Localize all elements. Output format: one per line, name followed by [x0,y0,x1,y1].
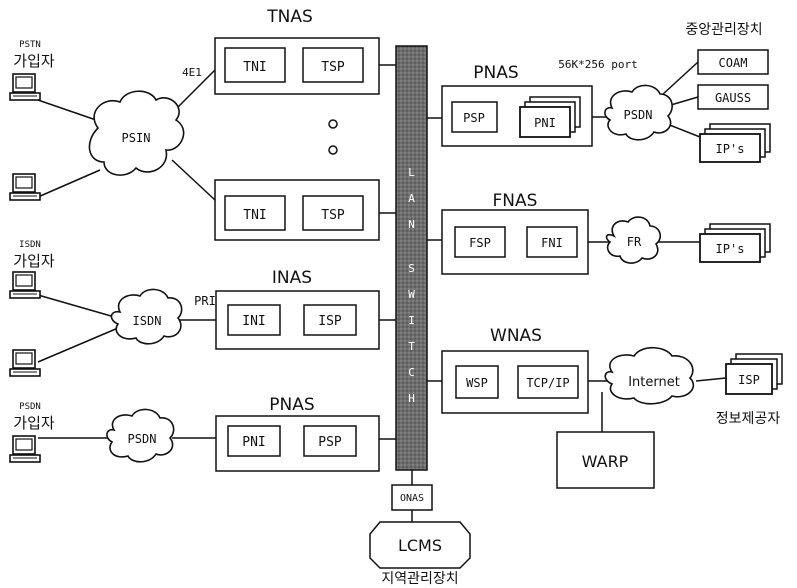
pnas-bottom-title: PNAS [269,395,314,415]
psp-module-right [451,101,498,133]
pc-icon [9,349,41,377]
tsp-module-2 [302,195,364,231]
ini-label: INI [242,314,265,329]
isp-module-label: ISP [318,314,342,329]
tcpip-module [517,365,579,399]
fsp-module [454,226,506,258]
wnas-title: WNAS [490,326,542,346]
tsp-label-1: TSP [321,60,345,75]
fsp-label: FSP [469,236,491,250]
switch-letter: T [408,340,415,353]
ips-stack-fr [699,223,771,263]
wsp-label: WSP [466,376,488,390]
tcpip-label: TCP/IP [526,376,569,390]
lcms-box [369,521,471,569]
isp-caption: 정보제공자 [716,411,781,427]
ips-label-central: IP's [716,142,745,156]
pc-icon [9,173,41,201]
tnas-title: TNAS [266,7,313,27]
isdn-label: ISDN [133,314,162,328]
fni-label: FNI [541,236,563,250]
tsp-label-2: TSP [321,208,345,223]
coam-box [697,49,769,75]
psdn-left-cloud [106,408,175,463]
coam-label: COAM [719,56,748,70]
lcms-caption: 지역관리장치 [381,571,458,587]
tni-label-1: TNI [243,60,266,75]
pc-icon [9,435,41,463]
fr-cloud [605,216,662,264]
psp-label: PSP [318,435,342,450]
pc-icon [9,73,41,101]
psp-module [303,425,357,457]
onas-label: ONAS [400,493,424,504]
wsp-module [455,365,499,399]
pni-stack-module [519,106,571,138]
inas-title: INAS [272,268,312,288]
tni-label-2: TNI [243,208,266,223]
gauss-label: GAUSS [715,91,751,105]
switch-letter: W [408,288,415,301]
fr-label: FR [627,235,642,249]
psdn-right-cloud [604,84,673,141]
internet-label: Internet [628,375,680,390]
tsp-module-1 [302,47,364,83]
isdn-subscriber-big: 가입자 [13,252,55,270]
fni-module [526,226,578,258]
tni-module-2 [224,195,286,231]
psdn-subscriber-big: 가입자 [13,414,55,432]
pnas-right-title: PNAS [473,63,518,83]
psin-label: PSIN [122,131,151,145]
switch-letter: N [408,218,415,231]
pni-module [227,425,281,457]
isp-label: ISP [738,373,760,387]
psdn-right-label: PSDN [624,108,653,122]
psdn-left-label: PSDN [128,432,157,446]
pstn-subscriber-big: 가입자 [13,52,55,70]
pstn-subscriber-small: PSTN [19,40,41,50]
pni-label: PNI [242,435,265,450]
lcms-label: LCMS [398,536,442,555]
switch-letter: C [408,366,415,379]
warp-label: WARP [582,452,629,471]
switch-letter: H [408,392,415,405]
pni-label-right: PNI [534,116,556,130]
switch-letter: I [408,314,415,327]
switch-letter: A [408,192,415,205]
switch-letter: L [408,166,415,179]
ini-module [227,304,281,336]
isp-stack [725,353,783,395]
isp-module [303,304,357,336]
switch-letter: S [408,262,415,275]
link-label-4e1: 4E1 [182,66,202,79]
fnas-title: FNAS [493,191,538,211]
port-label: 56K*256 port [558,58,637,71]
tni-module-1 [224,47,286,83]
psdn-subscriber-small: PSDN [19,402,41,412]
link-label-pri: PRI [194,294,216,308]
central-mgmt-caption: 중앙관리장치 [685,22,762,38]
gauss-box [697,84,769,110]
ips-stack-central [699,123,771,163]
ellipsis-dot [328,119,338,129]
psin-cloud [88,90,185,176]
onas-box [391,484,433,511]
ellipsis-dot [328,145,338,155]
warp-box [556,431,655,489]
pc-icon [9,271,41,299]
isdn-cloud [110,288,183,345]
internet-cloud [604,346,695,405]
isdn-subscriber-small: ISDN [19,240,41,250]
psp-label-right: PSP [463,111,485,125]
ips-label-fr: IP's [716,242,745,256]
